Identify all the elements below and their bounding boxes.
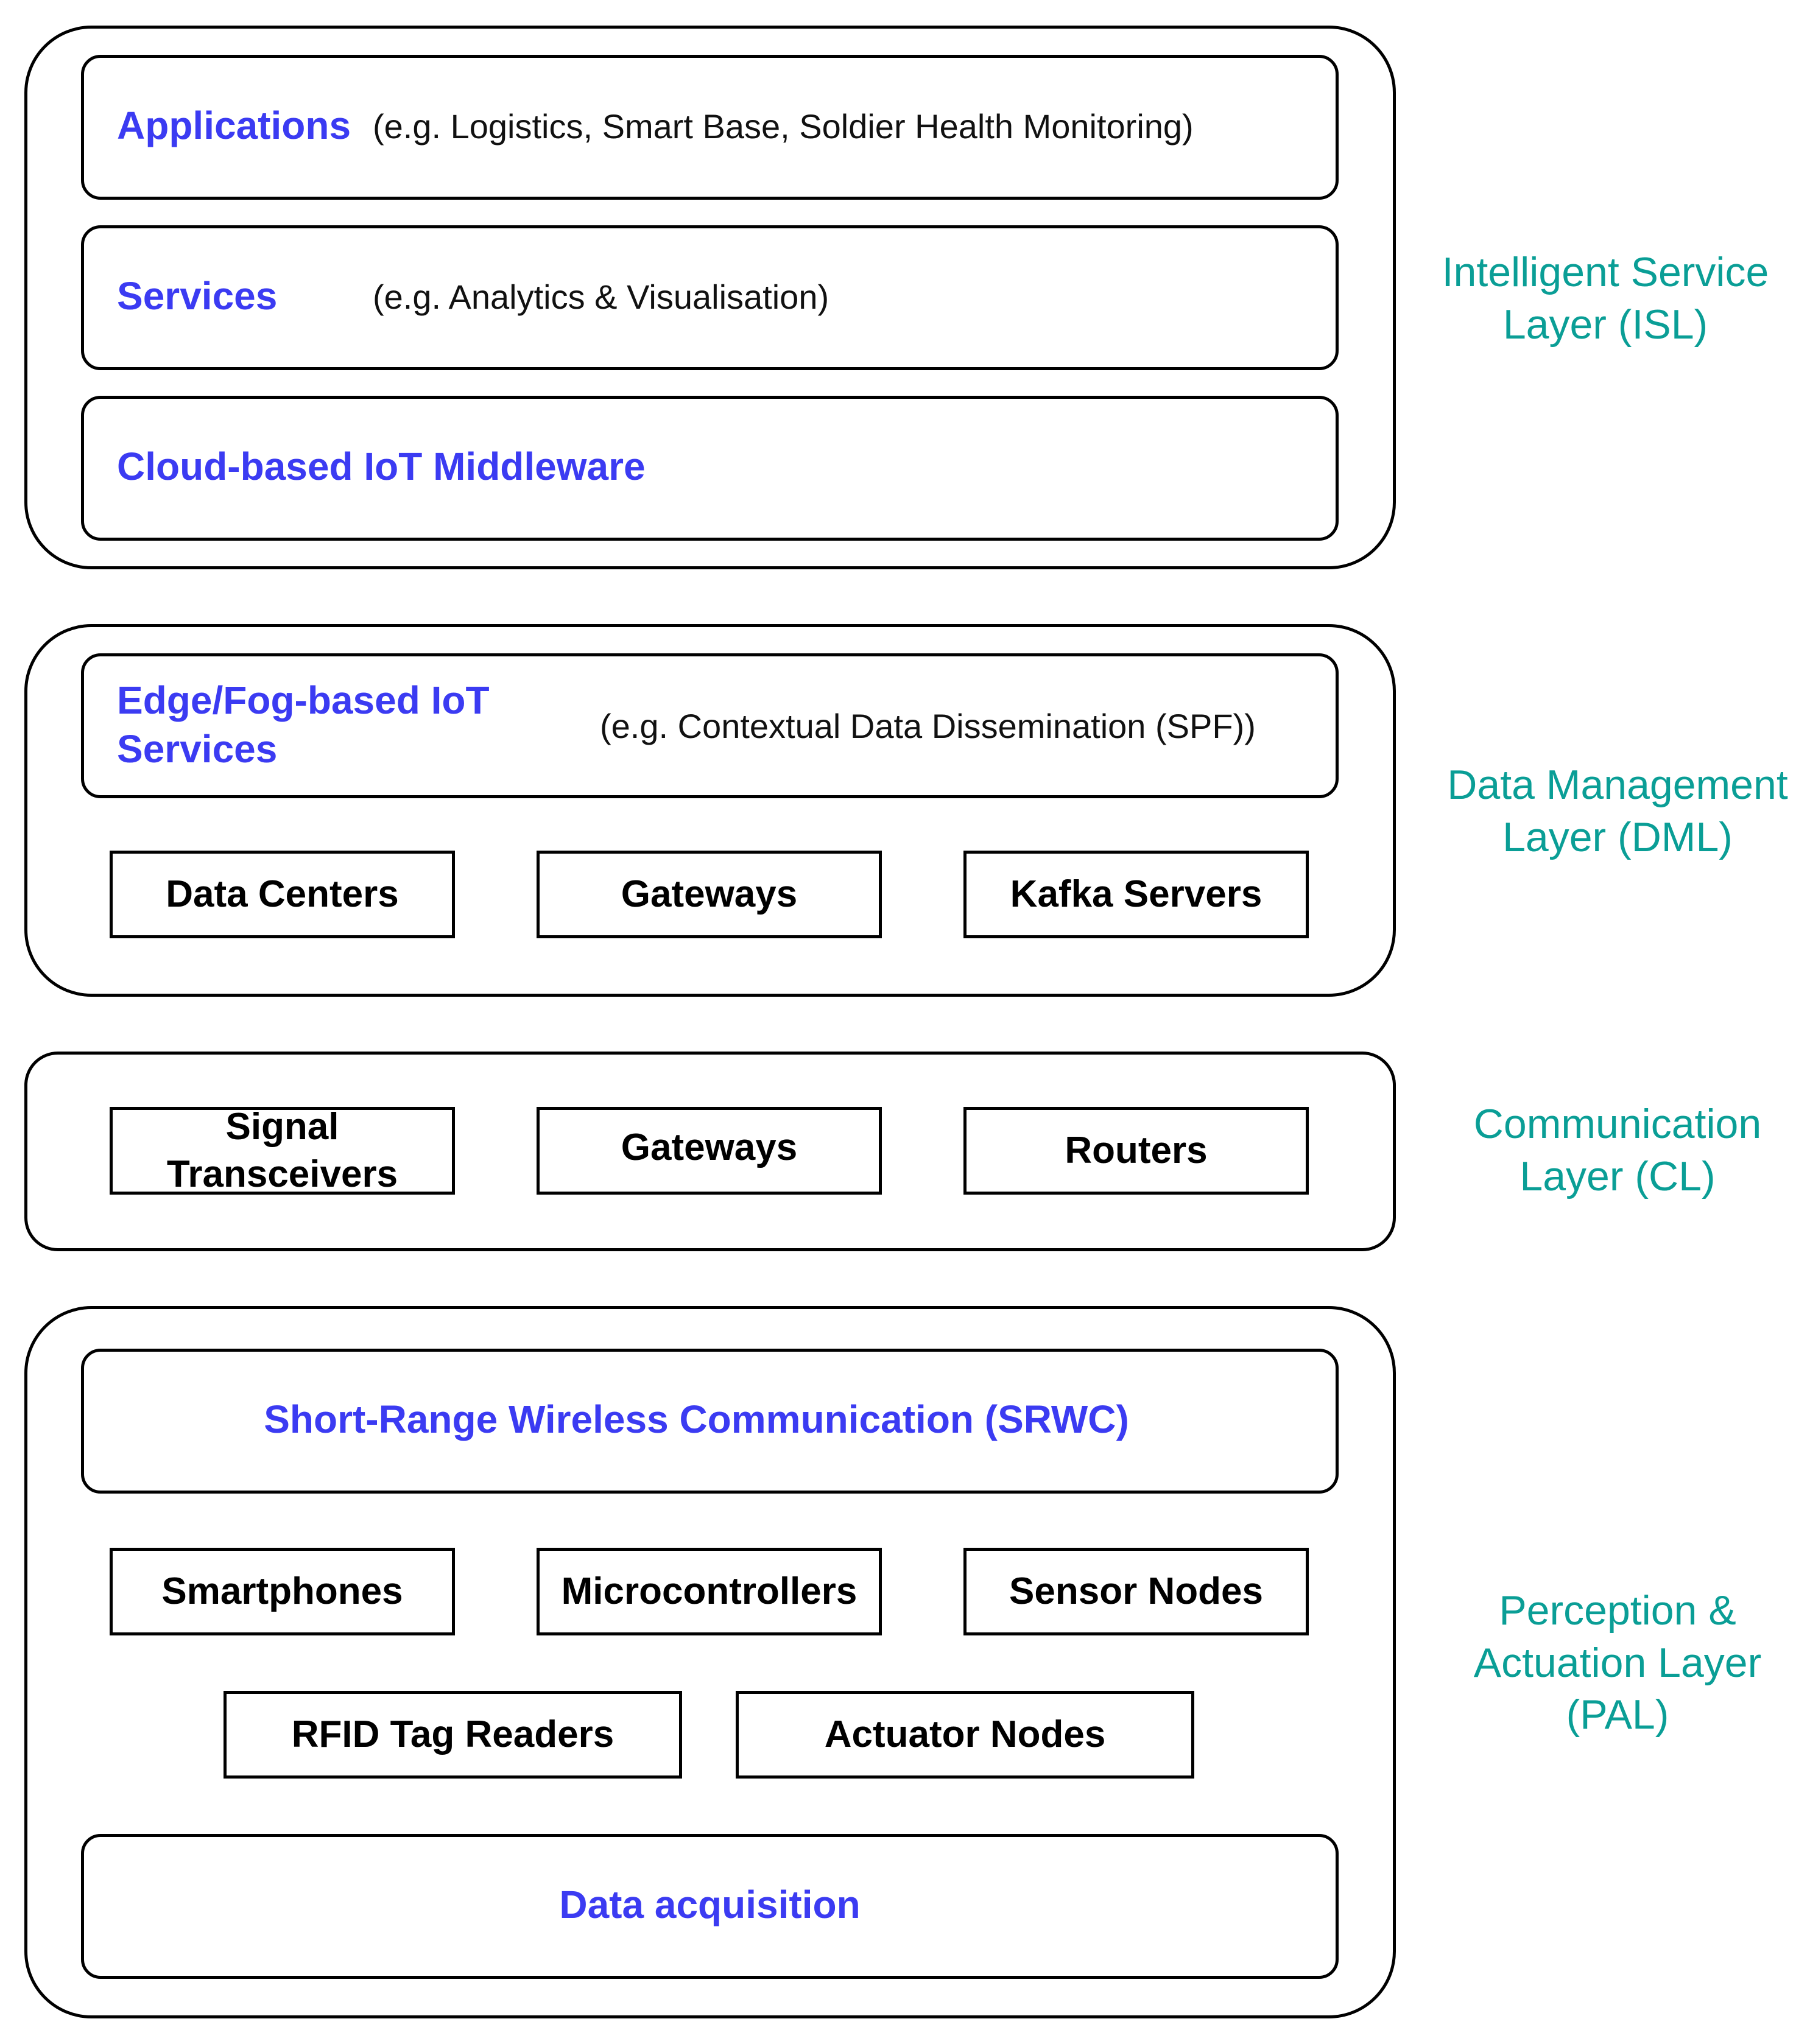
pal-label: Perception & Actuation Layer (PAL) xyxy=(1413,1585,1810,1741)
dml-label-line2: Layer (DML) xyxy=(1502,813,1733,860)
edge-services-title-line1: Edge/Fog-based IoT xyxy=(117,678,490,722)
data-centers-box: Data Centers xyxy=(110,851,455,938)
isl-label: Intelligent Service Layer (ISL) xyxy=(1401,247,1810,351)
services-title: Services xyxy=(117,274,278,318)
dml-gateways-box: Gateways xyxy=(537,851,882,938)
pal-label-line1: Perception & xyxy=(1499,1587,1736,1634)
signal-transceivers-line1: Signal xyxy=(225,1106,339,1148)
cl-label-line2: Layer (CL) xyxy=(1519,1153,1716,1199)
cl-gateways-box: Gateways xyxy=(537,1107,882,1195)
microcontrollers-box: Microcontrollers xyxy=(537,1548,882,1635)
edge-services-box xyxy=(81,653,1339,798)
srwc-title: Short-Range Wireless Communication (SRWC… xyxy=(264,1397,1129,1441)
pal-label-line3: (PAL) xyxy=(1566,1691,1669,1738)
applications-title: Applications xyxy=(117,104,351,147)
routers-box: Routers xyxy=(963,1107,1309,1195)
signal-transceivers-box: Signal Transceivers xyxy=(110,1106,455,1195)
smartphones-box: Smartphones xyxy=(110,1548,455,1635)
edge-services-note: (e.g. Contextual Data Dissemination (SPF… xyxy=(600,707,1256,745)
pal-label-line2: Actuation Layer xyxy=(1473,1639,1762,1686)
actuator-nodes-box: Actuator Nodes xyxy=(736,1691,1194,1779)
sensor-nodes-box: Sensor Nodes xyxy=(963,1548,1309,1635)
applications-box xyxy=(81,55,1339,200)
services-note: (e.g. Analytics & Visualisation) xyxy=(373,278,829,316)
srwc-box xyxy=(81,1349,1339,1494)
signal-transceivers-line2: Transceivers xyxy=(166,1153,398,1195)
edge-services-title-line2: Services xyxy=(117,727,278,771)
middleware-title: Cloud-based IoT Middleware xyxy=(117,444,646,488)
isl-label-line2: Layer (ISL) xyxy=(1502,301,1708,348)
isl-label-line1: Intelligent Service xyxy=(1442,249,1769,295)
data-acquisition-box xyxy=(81,1834,1339,1979)
cl-label: Communication Layer (CL) xyxy=(1413,1098,1810,1203)
kafka-servers-box: Kafka Servers xyxy=(963,851,1309,938)
services-box xyxy=(81,225,1339,370)
cl-label-line1: Communication xyxy=(1473,1101,1762,1147)
dml-label-line1: Data Management xyxy=(1447,762,1788,808)
middleware-box xyxy=(81,396,1339,541)
edge-services-title: Edge/Fog-based IoT Services xyxy=(117,676,490,773)
applications-note: (e.g. Logistics, Smart Base, Soldier Hea… xyxy=(373,107,1194,146)
data-acquisition-title: Data acquisition xyxy=(559,1883,861,1926)
dml-label: Data Management Layer (DML) xyxy=(1413,759,1810,863)
rfid-tag-readers-box: RFID Tag Readers xyxy=(224,1691,682,1779)
